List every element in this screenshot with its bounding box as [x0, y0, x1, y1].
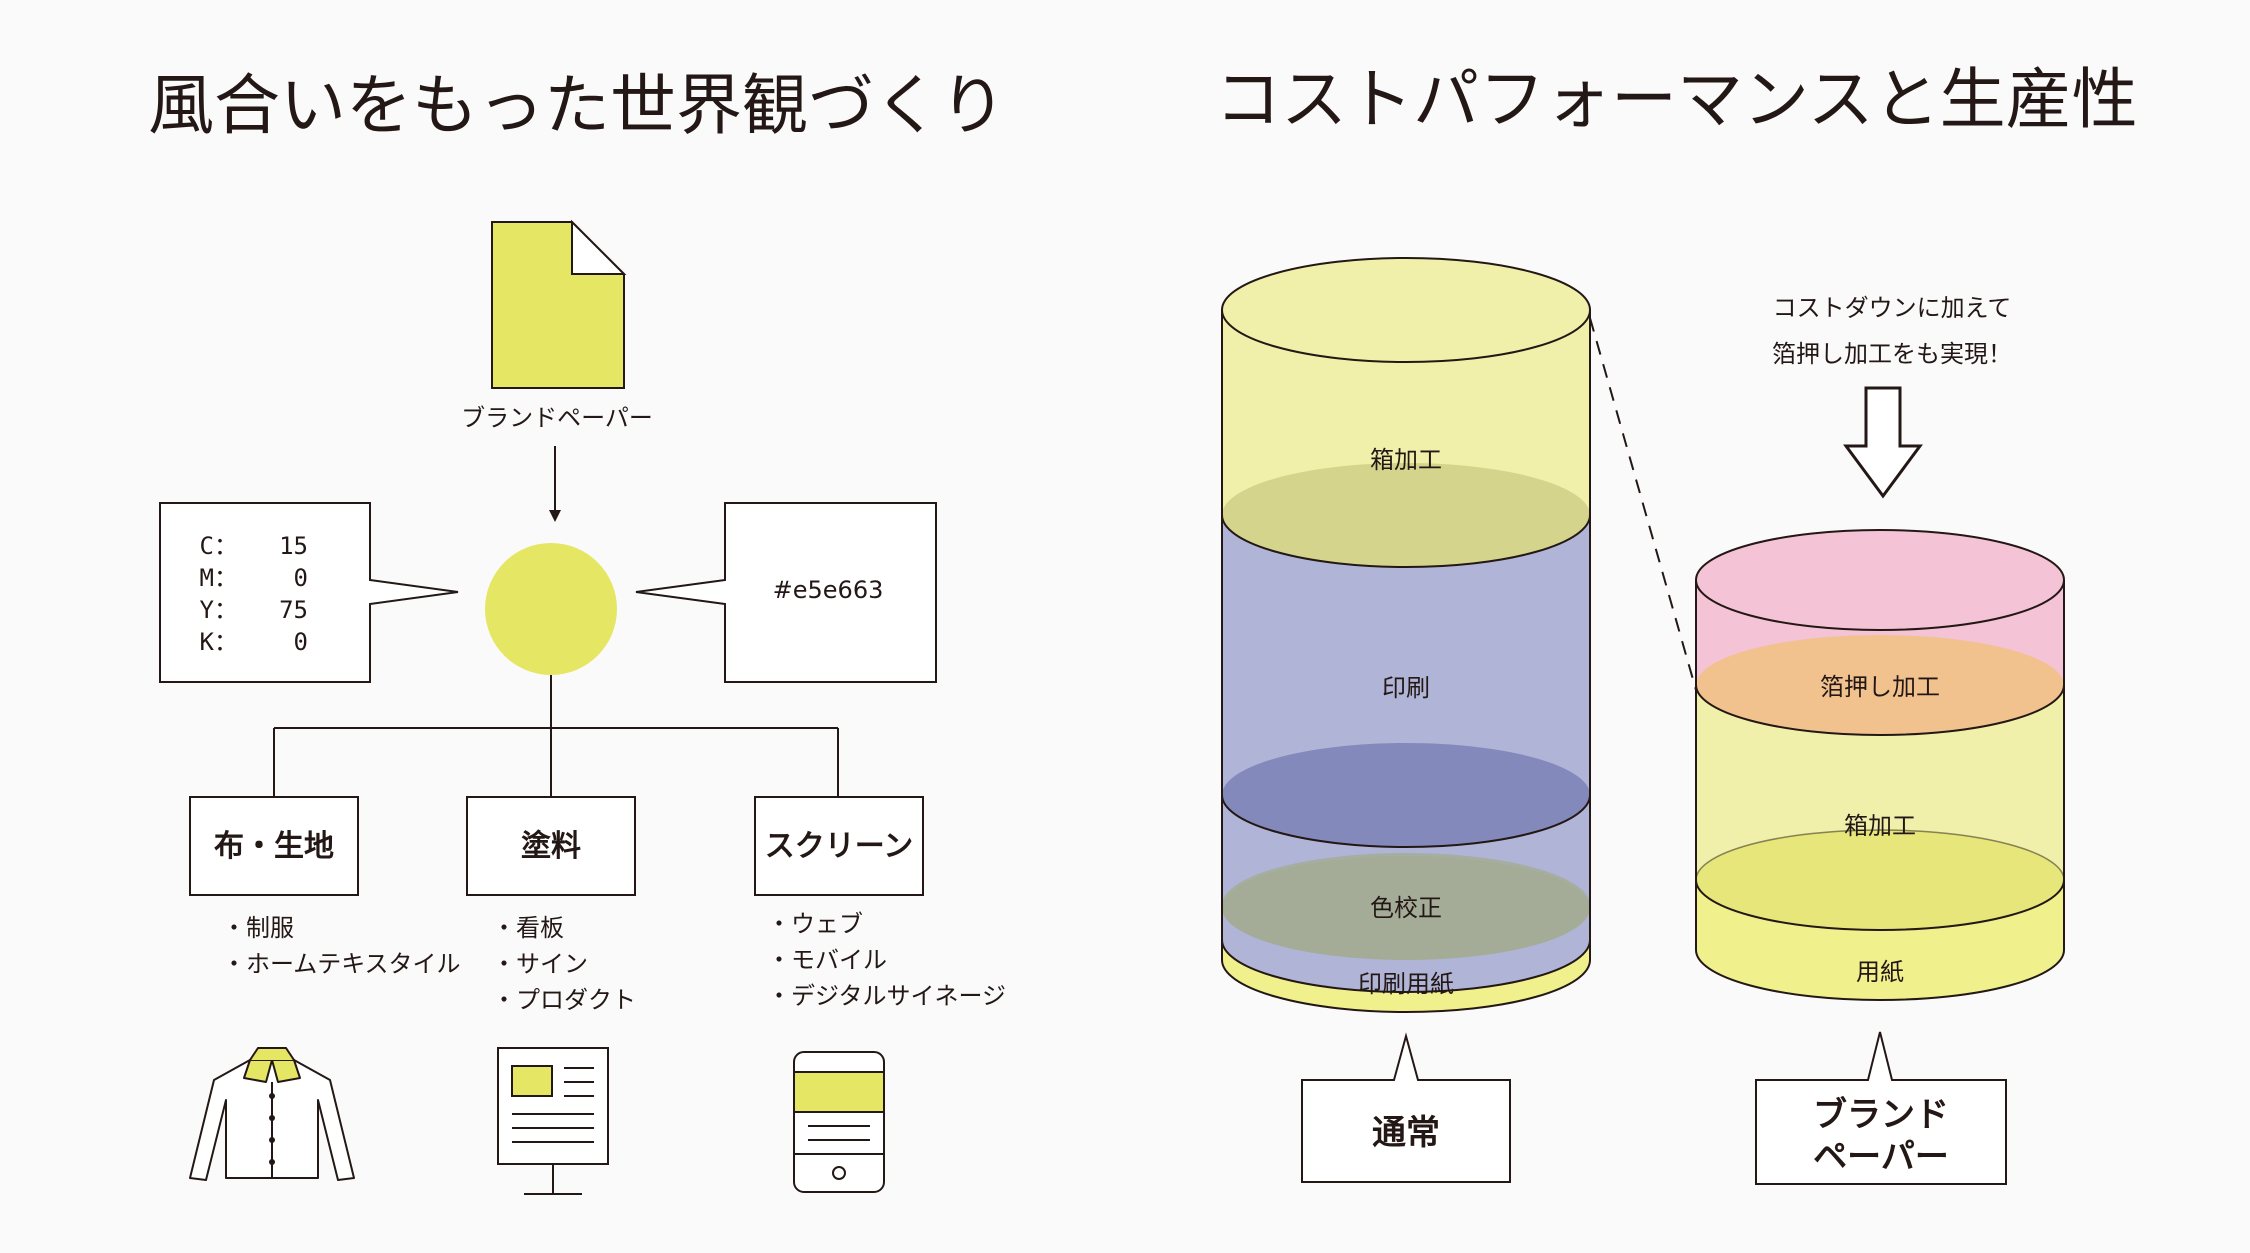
list-item: ・プロダクト	[492, 986, 636, 1014]
category-label-fabric: 布・生地	[214, 829, 334, 864]
smartphone-icon	[793, 1051, 885, 1193]
cmyk-callout	[159, 502, 459, 683]
brand-color-circle	[485, 543, 617, 675]
cmyk-key-y: Y：	[200, 596, 238, 624]
category-box-screen	[754, 796, 924, 896]
brand-paper-document-icon	[491, 219, 627, 389]
normal-label: 通常	[1372, 1113, 1440, 1153]
note-line-2: 箔押し加工をも実現！	[1772, 340, 2012, 368]
category-label-paint: 塗料	[521, 829, 581, 864]
category-box-paint	[466, 796, 636, 896]
hex-callout	[635, 502, 937, 683]
cmyk-key-k: K：	[200, 628, 238, 656]
list-item: ・ウェブ	[767, 910, 863, 938]
note-line-1: コストダウンに加えて	[1773, 294, 2012, 322]
normal-layer-print-label: 印刷	[1382, 674, 1430, 702]
cmyk-key-m: M：	[200, 564, 238, 592]
list-item: ・看板	[492, 914, 564, 942]
list-item: ・サイン	[492, 950, 588, 978]
brand-layer-box-label: 箱加工	[1844, 812, 1916, 840]
normal-layer-paper-label: 印刷用紙	[1358, 970, 1454, 998]
hex-value: #e5e663	[773, 576, 884, 604]
brand-cylinder	[1695, 529, 2065, 1001]
brand-foil-bottom	[1696, 635, 2064, 735]
cmyk-values: C： 15 M： 0 Y： 75 K： 0	[200, 532, 308, 656]
normal-layer-box-label: 箱加工	[1370, 446, 1442, 474]
cmyk-value-k: 0	[294, 628, 308, 656]
down-arrow	[549, 446, 561, 522]
tree-connector	[273, 675, 839, 796]
list-item: ・制服	[222, 914, 294, 942]
list-item: ・モバイル	[767, 946, 887, 974]
brand-label-line-1: ブランド	[1813, 1095, 1949, 1135]
normal-cylinder	[1221, 257, 1591, 1013]
list-item: ・デジタルサイネージ	[767, 982, 1006, 1010]
brand-layer-foil-label: 箔押し加工	[1820, 673, 1940, 701]
brand-box-bottom	[1696, 830, 2064, 930]
dashed-connector	[1589, 317, 1697, 691]
normal-cylinder-top	[1221, 257, 1591, 363]
brand-label-line-2: ペーパー	[1813, 1137, 1949, 1177]
signboard-icon	[497, 1047, 609, 1195]
brand-paper-label: ブランドペーパー	[461, 404, 653, 432]
cmyk-value-c: 15	[279, 532, 308, 560]
cmyk-key-c: C：	[200, 532, 238, 560]
brand-label-box	[1755, 1031, 2007, 1185]
cmyk-value-m: 0	[294, 564, 308, 592]
normal-print-bottom	[1222, 743, 1590, 847]
right-title: コストパフォーマンスと生産性	[1215, 61, 2138, 138]
normal-box-bottom	[1222, 463, 1590, 567]
brand-layer-paper-label: 用紙	[1856, 958, 1904, 986]
category-label-screen: スクリーン	[765, 829, 914, 864]
hollow-down-arrow-icon	[1843, 386, 1923, 499]
normal-layer-proof-label: 色校正	[1370, 894, 1442, 922]
cmyk-value-y: 75	[279, 596, 308, 624]
category-box-fabric	[189, 796, 359, 896]
normal-label-box	[1301, 1032, 1511, 1183]
brand-cylinder-top	[1695, 529, 2065, 631]
left-title: 風合いをもった世界観づくり	[148, 67, 1006, 144]
shirt-icon	[189, 1047, 355, 1181]
list-item: ・ホームテキスタイル	[222, 950, 461, 978]
